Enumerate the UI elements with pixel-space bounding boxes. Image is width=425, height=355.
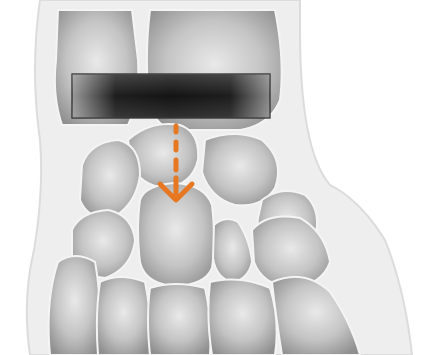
metacarpal-bone-2 xyxy=(97,277,151,355)
metacarpal-bone-1 xyxy=(49,256,101,355)
metacarpal-bone-3 xyxy=(148,284,210,355)
dark-band-sheen xyxy=(72,74,270,118)
metacarpal-bone-4 xyxy=(208,280,276,355)
